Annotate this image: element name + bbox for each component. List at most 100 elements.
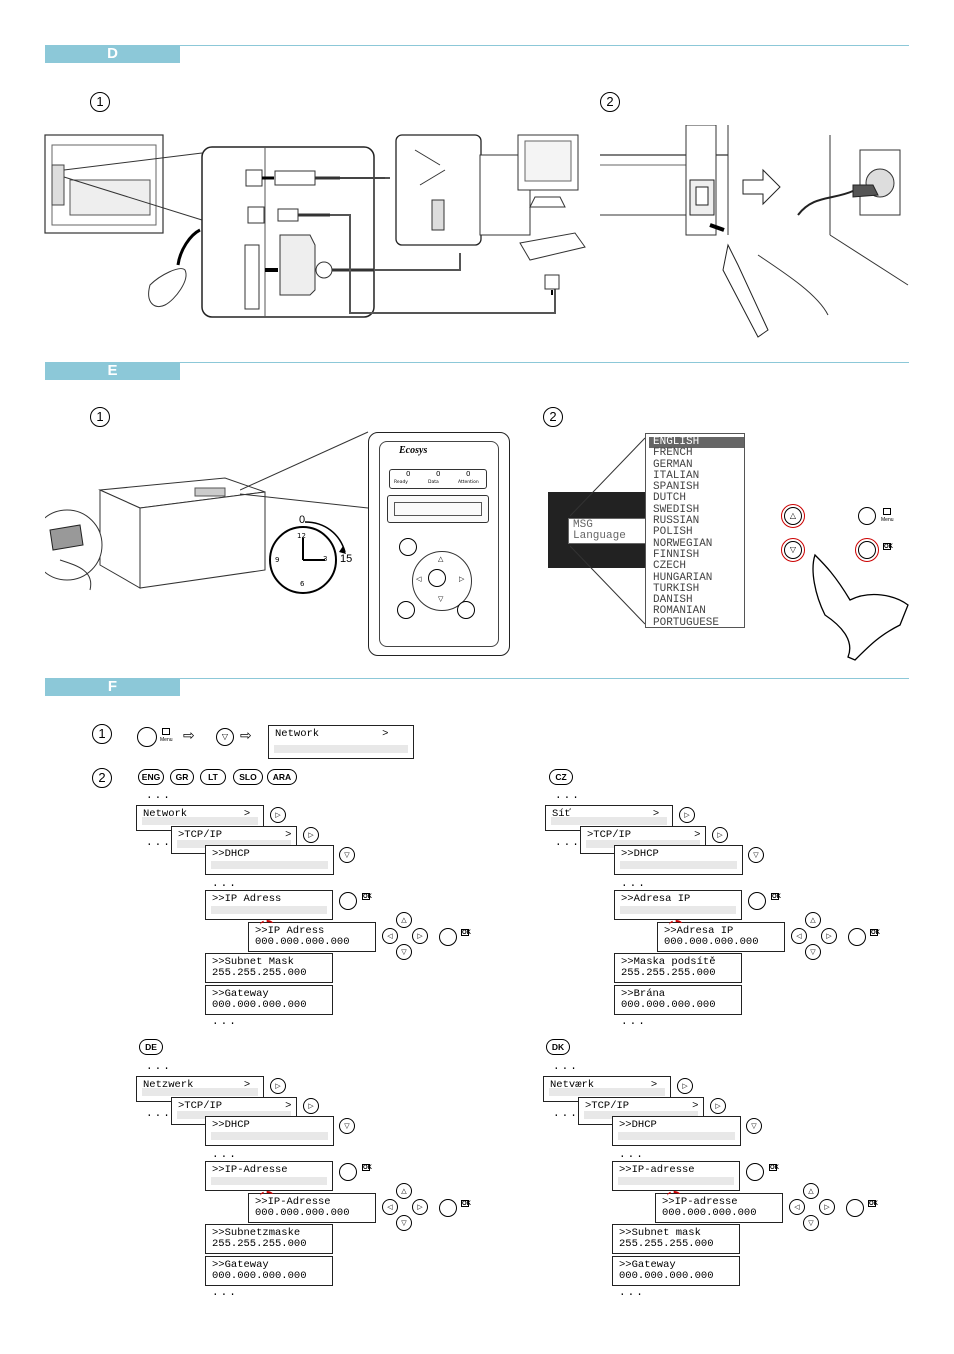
ok-button[interactable] bbox=[846, 1199, 864, 1217]
subnet-mask-display-line2: 255.255.255.000 bbox=[212, 1238, 307, 1250]
down-button[interactable]: ▽ bbox=[396, 1215, 412, 1231]
gateway-display-line1: >>Gateway bbox=[212, 988, 269, 1000]
stop-button[interactable] bbox=[397, 601, 415, 619]
continuation-dots: ... bbox=[146, 837, 172, 849]
ok-button[interactable] bbox=[428, 569, 446, 587]
up-button[interactable]: △ bbox=[396, 912, 412, 928]
up-button[interactable]: △ bbox=[805, 912, 821, 928]
menu-button[interactable] bbox=[399, 538, 417, 556]
right-button[interactable]: ▷ bbox=[303, 827, 319, 843]
power-cord-illustration bbox=[600, 125, 909, 338]
gateway-display: >>Gateway 000.000.000.000 bbox=[205, 1256, 333, 1286]
go-button[interactable] bbox=[457, 601, 475, 619]
ok-button[interactable] bbox=[858, 541, 876, 559]
clock-9: 9 bbox=[275, 556, 280, 564]
language-option[interactable]: ENGLISH bbox=[649, 436, 744, 449]
ip-address-edit-display-line2: 000.000.000.000 bbox=[255, 1207, 350, 1219]
language-option[interactable]: NORWEGIAN bbox=[653, 537, 713, 550]
left-button[interactable]: ◁ bbox=[791, 928, 807, 944]
section-f-tag: F bbox=[45, 678, 180, 696]
panel-display bbox=[387, 495, 489, 523]
language-option[interactable]: CZECH bbox=[653, 560, 687, 573]
right-button[interactable]: ▷ bbox=[270, 807, 286, 823]
down-button[interactable]: ▽ bbox=[746, 1118, 762, 1134]
ok-button[interactable] bbox=[339, 892, 357, 910]
up-button[interactable]: △ bbox=[803, 1183, 819, 1199]
tcpip-display-line1: >TCP/IP > bbox=[178, 1100, 292, 1112]
down-button[interactable]: ▽ bbox=[748, 847, 764, 863]
down-button[interactable]: ▽ bbox=[805, 944, 821, 960]
subnet-mask-display: >>Maska podsítě 255.255.255.000 bbox=[614, 953, 742, 983]
subnet-mask-display-line1: >>Subnetzmaske bbox=[212, 1227, 301, 1239]
language-option[interactable]: SPANISH bbox=[653, 481, 700, 494]
language-option[interactable]: SWEDISH bbox=[653, 503, 700, 516]
nav-left-icon[interactable]: ◁ bbox=[416, 575, 422, 583]
right-button[interactable]: ▷ bbox=[679, 807, 695, 823]
menu-button[interactable] bbox=[137, 727, 157, 747]
down-button[interactable]: ▽ bbox=[339, 1118, 355, 1134]
left-button[interactable]: ◁ bbox=[382, 928, 398, 944]
dhcp-display: >>DHCP bbox=[612, 1116, 741, 1146]
right-button[interactable]: ▷ bbox=[677, 1078, 693, 1094]
down-button[interactable]: ▽ bbox=[803, 1215, 819, 1231]
menu-icon bbox=[162, 728, 170, 735]
right-button[interactable]: ▷ bbox=[412, 1199, 428, 1215]
language-option[interactable]: POLISH bbox=[653, 526, 693, 539]
language-option[interactable]: ITALIAN bbox=[653, 469, 700, 482]
ip-address-edit-display-line2: 000.000.000.000 bbox=[664, 936, 759, 948]
right-button[interactable]: ▷ bbox=[412, 928, 428, 944]
gateway-display-line2: 000.000.000.000 bbox=[621, 999, 716, 1011]
continuation-dots: ... bbox=[619, 1149, 645, 1161]
ok-button[interactable] bbox=[439, 1199, 457, 1217]
right-button[interactable]: ▷ bbox=[303, 1098, 319, 1114]
left-button[interactable]: ◁ bbox=[382, 1199, 398, 1215]
tcpip-display-line1: >TCP/IP > bbox=[587, 829, 701, 841]
menu-button[interactable] bbox=[858, 507, 876, 525]
language-option[interactable]: TURKISH bbox=[653, 582, 700, 595]
language-option[interactable]: GERMAN bbox=[653, 458, 693, 471]
language-option[interactable]: PORTUGUESE bbox=[653, 616, 720, 629]
ok-button[interactable] bbox=[848, 928, 866, 946]
ok-button[interactable] bbox=[439, 928, 457, 946]
ip-address-menu-display-line1: >>IP Adress bbox=[212, 893, 282, 905]
right-button[interactable]: ▷ bbox=[821, 928, 837, 944]
printer-power-switch-illustration bbox=[45, 477, 266, 591]
language-option[interactable]: ROMANIAN bbox=[653, 605, 706, 618]
left-button[interactable]: ◁ bbox=[789, 1199, 805, 1215]
right-button[interactable]: ▷ bbox=[270, 1078, 286, 1094]
nav-up-icon[interactable]: △ bbox=[438, 555, 444, 563]
up-button[interactable]: △ bbox=[784, 507, 802, 525]
ok-button[interactable] bbox=[746, 1163, 764, 1181]
section-d-tag: D bbox=[45, 45, 180, 63]
up-button-highlight bbox=[781, 504, 805, 528]
ip-address-menu-display: >>IP-Adresse bbox=[205, 1161, 333, 1191]
navigation-pad[interactable] bbox=[412, 551, 472, 611]
nav-right-icon[interactable]: ▷ bbox=[459, 575, 465, 583]
ip-address-edit-display: >>Adresa IP 000.000.000.000 bbox=[657, 922, 785, 952]
right-button[interactable]: ▷ bbox=[710, 1098, 726, 1114]
language-option[interactable]: FRENCH bbox=[653, 447, 693, 460]
lang-badge-cz: CZ bbox=[549, 769, 573, 785]
down-button[interactable]: ▽ bbox=[216, 728, 234, 746]
msg-label: MSG bbox=[573, 519, 593, 531]
right-button[interactable]: ▷ bbox=[819, 1199, 835, 1215]
dhcp-display: >>DHCP bbox=[205, 845, 334, 875]
down-button[interactable]: ▽ bbox=[339, 847, 355, 863]
clock-15-seconds bbox=[269, 521, 346, 594]
up-button[interactable]: △ bbox=[396, 1183, 412, 1199]
ok-button[interactable] bbox=[748, 892, 766, 910]
lang-badge-gr: GR bbox=[170, 769, 194, 785]
nav-down-icon[interactable]: ▽ bbox=[438, 595, 444, 603]
down-button[interactable]: ▽ bbox=[396, 944, 412, 960]
ok-icon: OK bbox=[362, 893, 372, 900]
right-button[interactable]: ▷ bbox=[712, 827, 728, 843]
language-option[interactable]: DANISH bbox=[653, 594, 693, 607]
language-option[interactable]: RUSSIAN bbox=[653, 515, 700, 528]
down-button[interactable]: ▽ bbox=[784, 541, 802, 559]
ip-address-menu-display-line1: >>Adresa IP bbox=[621, 893, 691, 905]
language-option[interactable]: FINNISH bbox=[653, 548, 700, 561]
language-option[interactable]: HUNGARIAN bbox=[653, 571, 713, 584]
ok-button[interactable] bbox=[339, 1163, 357, 1181]
language-option[interactable]: DUTCH bbox=[653, 492, 687, 505]
